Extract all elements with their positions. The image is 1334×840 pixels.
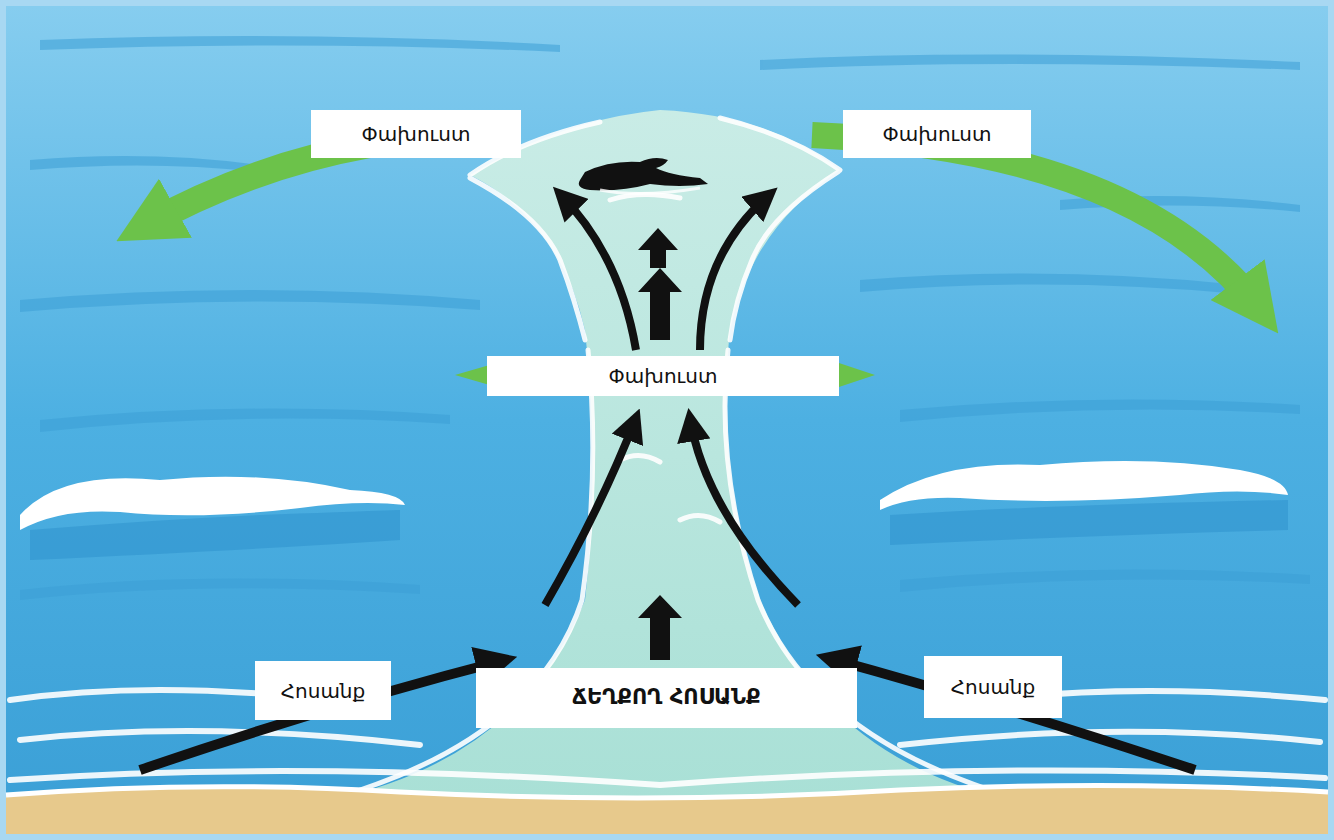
- escape-label: Փախուստ: [843, 110, 1031, 158]
- swimmer: [579, 158, 708, 190]
- current-arrows: [140, 194, 1195, 770]
- escape-arrows: [140, 135, 1262, 390]
- escape-label: Փախուստ: [487, 356, 839, 396]
- label-text: Հոսանք: [281, 679, 366, 703]
- rip-current-label: ՃԵՂՔՈՂ ՀՈՍԱՆՔ: [476, 668, 857, 728]
- shore-line: [6, 785, 1328, 798]
- sea: [6, 6, 1328, 834]
- rip-channel: [330, 110, 1010, 800]
- current-label: Հոսանք: [255, 661, 391, 720]
- wave-left-shadow: [30, 510, 400, 560]
- wave-right-shadow: [890, 500, 1288, 545]
- escape-label: Փախուստ: [311, 110, 521, 158]
- swimmer-splash: [600, 188, 700, 194]
- label-text: Փախուստ: [609, 364, 718, 388]
- rip-foam: [360, 118, 990, 790]
- current-label: Հոսանք: [924, 656, 1062, 718]
- sand: [6, 785, 1328, 834]
- label-text: Փախուստ: [362, 122, 471, 146]
- label-text: ՃԵՂՔՈՂ ՀՈՍԱՆՔ: [572, 685, 761, 710]
- label-text: Հոսանք: [951, 675, 1036, 699]
- label-text: Փախուստ: [883, 122, 992, 146]
